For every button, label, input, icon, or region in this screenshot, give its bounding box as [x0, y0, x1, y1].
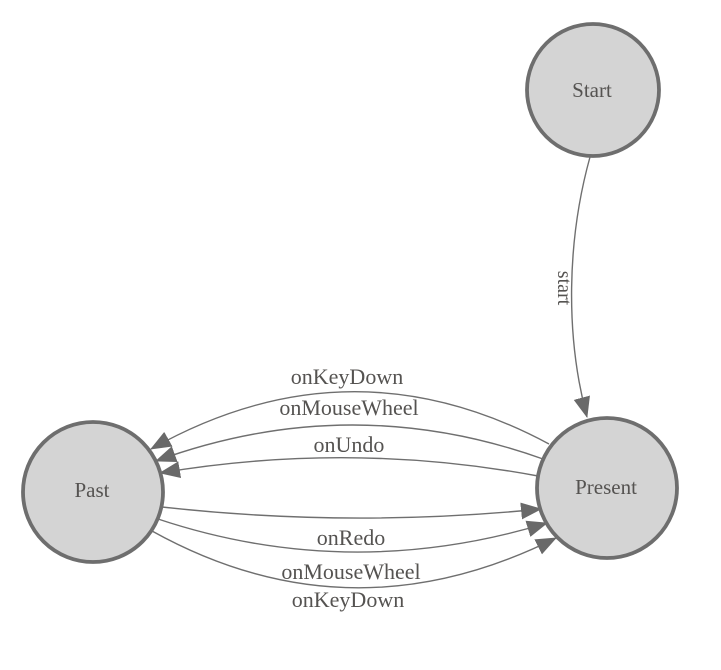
state-circle-present[interactable] — [535, 416, 679, 560]
edge-label-onmousewheel-bottom: onMouseWheel — [281, 559, 420, 584]
edge-label-onkeydown-top: onKeyDown — [291, 364, 403, 389]
edge-start-to-present — [570, 156, 591, 419]
node-past[interactable]: Past — [21, 420, 165, 564]
edge-onredo-past-to-present — [161, 502, 543, 520]
edge-label-onredo: onRedo — [317, 525, 385, 550]
edge-label-onundo: onUndo — [314, 432, 385, 457]
edge-label-group: start onKeyDown onMouseWheel onUndo onRe… — [279, 271, 575, 612]
node-start[interactable]: Start — [525, 22, 661, 158]
state-circle-past[interactable] — [21, 420, 165, 564]
edge-group — [150, 156, 591, 589]
edge-onkeydown-past-to-present — [151, 530, 557, 589]
edge-onmousewheel-present-to-past — [155, 424, 544, 463]
node-present[interactable]: Present — [535, 416, 679, 560]
state-label-present: Present — [575, 475, 637, 499]
state-circle-start[interactable] — [525, 22, 661, 158]
edge-label-onmousewheel-top: onMouseWheel — [279, 395, 418, 420]
edge-onmousewheel-past-to-present — [157, 518, 549, 553]
state-label-past: Past — [74, 478, 109, 502]
edge-label-start: start — [553, 271, 575, 306]
edge-label-onkeydown-bottom: onKeyDown — [292, 587, 404, 612]
edge-onkeydown-present-to-past — [150, 391, 550, 450]
state-label-start: Start — [572, 78, 612, 102]
edge-onundo-present-to-past — [158, 457, 539, 478]
